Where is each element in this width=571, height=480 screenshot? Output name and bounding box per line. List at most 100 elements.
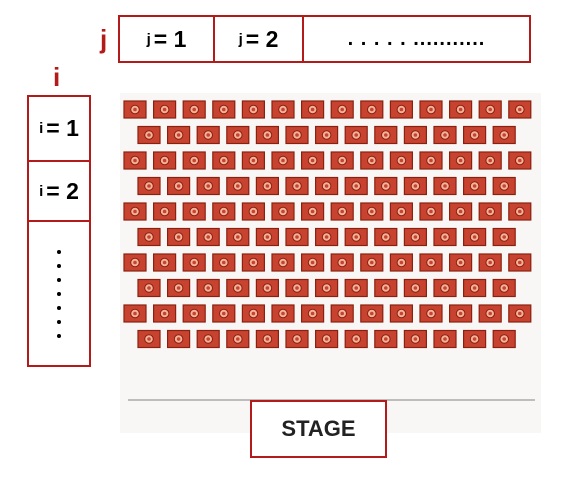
seat: [226, 176, 250, 196]
seat: [315, 278, 339, 298]
seat: [271, 253, 295, 272]
seat: [330, 304, 354, 323]
seat: [463, 176, 487, 196]
seat: [344, 125, 368, 145]
continuation-dot: [57, 305, 61, 310]
seat: [315, 227, 339, 247]
column-j2-cell: j = 2: [215, 17, 304, 61]
seat: [419, 202, 443, 221]
seat: [344, 227, 368, 247]
row-i1-prefix: i: [39, 120, 44, 137]
seat: [492, 278, 516, 298]
seat: [492, 125, 516, 145]
i-axis-label: i: [53, 62, 61, 92]
seat: [212, 304, 236, 323]
seat: [123, 151, 147, 170]
seat: [344, 278, 368, 298]
seat: [449, 151, 473, 170]
seat: [123, 304, 147, 323]
row-i2-value: = 2: [46, 177, 79, 204]
seat: [449, 304, 473, 323]
seat: [449, 100, 473, 119]
row-i2-prefix: i: [39, 182, 44, 200]
seat: [196, 278, 220, 298]
seat: [123, 253, 147, 272]
seat: [123, 100, 147, 119]
seat: [419, 100, 443, 119]
seat: [374, 329, 398, 349]
seat: [419, 253, 443, 272]
seat: [152, 304, 177, 323]
seat: [360, 253, 384, 272]
row-i1-value: = 1: [46, 115, 79, 141]
seat: [433, 329, 457, 349]
continuation-dot: [57, 291, 61, 296]
seat: [478, 100, 502, 119]
seat: [478, 202, 502, 221]
seat: [315, 125, 339, 145]
seat: [285, 176, 309, 196]
continuation-dot: [57, 277, 61, 282]
seat: [374, 125, 398, 145]
seat: [360, 100, 384, 119]
seat: [463, 329, 487, 349]
seat: [433, 227, 457, 247]
seat: [403, 227, 427, 247]
seat: [226, 278, 250, 298]
seat: [433, 278, 457, 298]
seat: [196, 125, 220, 145]
seat: [330, 202, 354, 221]
seat: [403, 278, 427, 298]
seat: [212, 100, 236, 119]
seat: [137, 176, 161, 196]
seat: [241, 304, 266, 323]
seat: [389, 253, 413, 272]
seat: [508, 100, 532, 119]
seat: [182, 304, 206, 323]
seat-grid: [123, 100, 532, 349]
column-j1-cell: j = 1: [120, 17, 215, 61]
seat: [360, 202, 384, 221]
seat: [449, 202, 473, 221]
seat: [301, 304, 325, 323]
seat: [389, 100, 413, 119]
seat: [226, 125, 250, 145]
seat: [492, 329, 516, 349]
seat: [182, 202, 206, 221]
seat: [492, 227, 516, 247]
seat: [137, 227, 161, 247]
seat: [285, 278, 309, 298]
seat: [449, 253, 473, 272]
seat: [271, 151, 295, 170]
seat: [285, 125, 309, 145]
seat: [212, 151, 236, 170]
seat: [285, 227, 309, 247]
seat: [137, 125, 161, 145]
seat: [241, 151, 266, 170]
seat: [463, 125, 487, 145]
seat: [508, 151, 532, 170]
seat: [271, 304, 295, 323]
seat: [301, 151, 325, 170]
stage-box: STAGE: [250, 400, 387, 458]
seat: [492, 176, 516, 196]
row-continuation-dots: [29, 222, 89, 365]
column-j1-prefix: j: [146, 30, 151, 48]
seat: [166, 278, 191, 298]
seat: [419, 151, 443, 170]
j-axis-label: j: [100, 24, 108, 54]
seat: [433, 125, 457, 145]
seat: [478, 304, 502, 323]
seat: [478, 253, 502, 272]
seat: [374, 176, 398, 196]
seat: [226, 329, 250, 349]
seat: [182, 151, 206, 170]
seat: [330, 151, 354, 170]
seat: [389, 202, 413, 221]
seat: [301, 202, 325, 221]
seat: [315, 176, 339, 196]
seat: [212, 202, 236, 221]
seat: [374, 278, 398, 298]
seat: [271, 202, 295, 221]
seat: [152, 202, 177, 221]
